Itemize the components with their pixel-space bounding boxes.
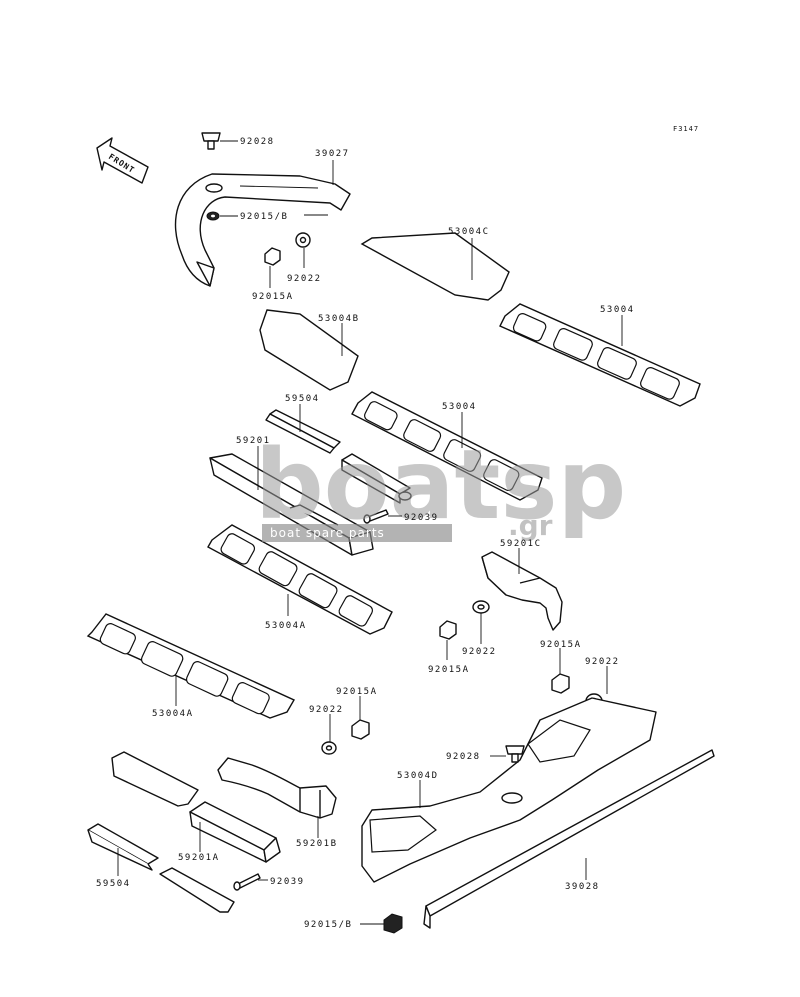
callout-59504-top: 59504 bbox=[285, 394, 320, 404]
part-92015B-nut-top bbox=[206, 211, 220, 221]
front-direction-arrow: FRONT bbox=[96, 137, 149, 184]
part-92039-bolt-mid bbox=[363, 509, 389, 524]
part-92015A-nut-top bbox=[264, 247, 281, 266]
callout-92022-top: 92022 bbox=[287, 274, 322, 284]
part-53004D-lower-mat bbox=[361, 697, 657, 883]
part-92028-bolt-top bbox=[201, 132, 221, 150]
figure-reference: F3147 bbox=[673, 125, 699, 133]
callout-92015B-top: 92015/B bbox=[240, 212, 288, 222]
part-53004B-pad bbox=[259, 309, 359, 391]
part-92015A-nut-low bbox=[351, 719, 370, 740]
callout-53004A-mid: 53004A bbox=[265, 621, 307, 631]
callout-92015A-low: 92015A bbox=[336, 687, 378, 697]
callout-92022-low: 92022 bbox=[309, 705, 344, 715]
part-92022-washer-mid bbox=[472, 600, 490, 614]
leader-lines bbox=[117, 140, 623, 925]
part-59201C-bracket bbox=[481, 551, 563, 631]
callout-92022-right: 92022 bbox=[585, 657, 620, 667]
part-53004A-mat-left bbox=[86, 613, 295, 719]
callout-labels: 92028 39027 92015/B 92022 92015A 53004C … bbox=[96, 137, 635, 930]
watermark-brand: boatsp bbox=[255, 429, 626, 541]
callout-53004D: 53004D bbox=[397, 771, 439, 781]
watermark-tagline: boat spare parts bbox=[270, 526, 385, 540]
callout-92022-mid: 92022 bbox=[462, 647, 497, 657]
callout-39028: 39028 bbox=[565, 882, 600, 892]
part-39027-grab-handle bbox=[174, 173, 351, 287]
watermark-logo: boatsp .gr boat spare parts bbox=[255, 429, 626, 542]
callout-53004A-left: 53004A bbox=[152, 709, 194, 719]
callout-92015A-right: 92015A bbox=[540, 640, 582, 650]
callout-59201A: 59201A bbox=[178, 853, 220, 863]
part-53004-mat-right bbox=[499, 303, 701, 407]
callout-53004-mid: 53004 bbox=[442, 402, 477, 412]
part-59504-strip-top bbox=[265, 409, 341, 454]
callout-59504-low: 59504 bbox=[96, 879, 131, 889]
callout-92039-low: 92039 bbox=[270, 877, 305, 887]
part-92022-washer-top bbox=[295, 232, 311, 248]
part-59504-strip-low bbox=[87, 751, 235, 913]
part-92028-bolt-low bbox=[505, 745, 525, 763]
part-92015A-nut-right bbox=[551, 673, 570, 694]
part-59201A-rail bbox=[189, 801, 281, 863]
callout-59201B: 59201B bbox=[296, 839, 338, 849]
part-59201-rail-short bbox=[341, 453, 412, 504]
callout-59201: 59201 bbox=[236, 436, 271, 446]
part-92015A-nut-mid bbox=[439, 620, 457, 640]
part-92039-bolt-low bbox=[233, 873, 261, 891]
part-92022-washer-low bbox=[321, 741, 337, 755]
callout-53004C: 53004C bbox=[448, 227, 490, 237]
part-53004-mat-middle bbox=[351, 391, 543, 501]
callout-53004B: 53004B bbox=[318, 314, 360, 324]
callout-92015B-low: 92015/B bbox=[304, 920, 352, 930]
callout-92015A-mid: 92015A bbox=[428, 665, 470, 675]
part-59201B-bracket bbox=[217, 757, 337, 819]
part-39028-rub-rail bbox=[423, 749, 715, 929]
part-92015B-nut-low bbox=[383, 913, 403, 934]
callout-92015A-top: 92015A bbox=[252, 292, 294, 302]
watermark-suffix: .gr bbox=[508, 509, 553, 542]
part-53004C-pad bbox=[360, 232, 510, 301]
part-53004A-mat-middle bbox=[207, 524, 393, 635]
callout-92028-low: 92028 bbox=[446, 752, 481, 762]
callout-53004-right: 53004 bbox=[600, 305, 635, 315]
callout-92039-mid: 92039 bbox=[404, 513, 439, 523]
callout-39027: 39027 bbox=[315, 149, 350, 159]
callout-92028-top: 92028 bbox=[240, 137, 275, 147]
callout-59201C: 59201C bbox=[500, 539, 542, 549]
